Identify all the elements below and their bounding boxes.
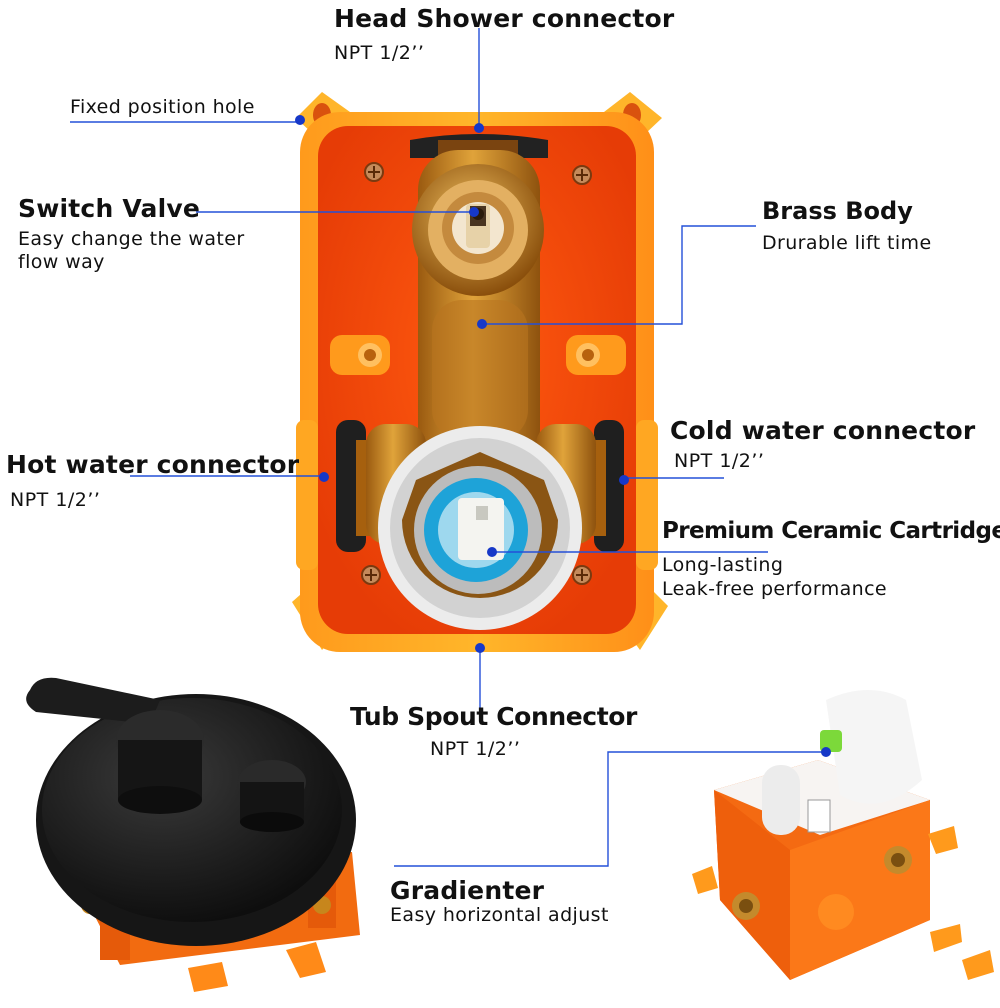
gradienter-title: Gradienter: [390, 876, 545, 905]
gradienter-box: [692, 690, 994, 980]
hot-water-sub: NPT 1/2’’: [10, 489, 101, 511]
screw-icon: [572, 565, 592, 585]
dot-head-shower: [474, 123, 484, 133]
switch-valve-line2: flow way: [18, 251, 105, 273]
leader-gradienter: [394, 751, 826, 867]
dot-ceramic: [487, 547, 497, 557]
head-shower-title: Head Shower connector: [334, 4, 675, 33]
ceramic-cartridge: [378, 426, 582, 630]
gradienter-sub: Easy horizontal adjust: [390, 904, 609, 926]
ceramic-line1: Long-lasting: [662, 554, 784, 576]
dot-fixed-hole: [295, 115, 305, 125]
brass-body-title: Brass Body: [762, 197, 913, 225]
brass-body-sub: Drurable lift time: [762, 232, 932, 254]
screw-icon: [572, 165, 592, 185]
ceramic-line2: Leak-free performance: [662, 578, 888, 600]
leader-lines: [70, 28, 826, 867]
mounting-lug-right: [566, 335, 626, 375]
dot-tub-spout: [475, 643, 485, 653]
dot-brass-body: [477, 319, 487, 329]
hot-water-title: Hot water connector: [6, 450, 300, 479]
tub-spout-sub: NPT 1/2’’: [430, 738, 521, 760]
dot-gradienter: [821, 747, 831, 757]
head-shower-sub: NPT 1/2’’: [334, 42, 425, 64]
valve-box: [292, 92, 668, 652]
tub-spout-title: Tub Spout Connector: [350, 702, 637, 731]
dot-hot-water: [319, 472, 329, 482]
fixed-hole-label: Fixed position hole: [70, 96, 255, 118]
dot-switch-valve: [469, 207, 479, 217]
dot-cold-water: [619, 475, 629, 485]
cold-water-title: Cold water connector: [670, 416, 976, 445]
leader-dots: [295, 115, 831, 757]
level-bubble: [820, 730, 842, 752]
black-trim-kit: [26, 677, 360, 992]
switch-valve: [412, 164, 544, 296]
mounting-lug-left: [330, 335, 390, 375]
screw-icon: [361, 565, 381, 585]
switch-valve-title: Switch Valve: [18, 194, 201, 223]
ceramic-title: Premium Ceramic Cartridge: [662, 518, 1000, 544]
leader-brass-body: [482, 225, 756, 325]
cold-water-sub: NPT 1/2’’: [674, 450, 765, 472]
switch-valve-line1: Easy change the water: [18, 228, 245, 250]
screw-icon: [364, 162, 384, 182]
